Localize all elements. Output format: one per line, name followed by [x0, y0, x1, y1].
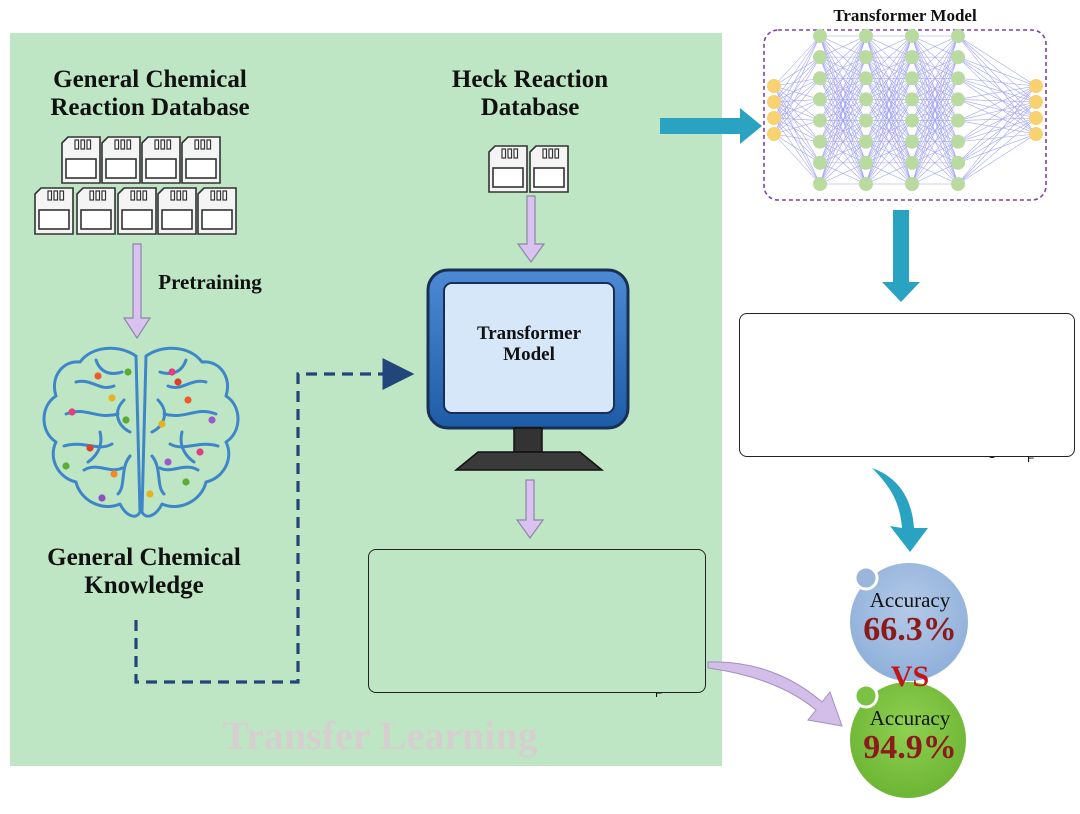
reaction-box-left	[368, 549, 706, 693]
bottom-accuracy-label: Accuracy	[869, 706, 951, 730]
general-database-title: General Chemical Reaction Database	[20, 66, 280, 122]
monitor-line2: Model	[503, 344, 555, 366]
network-node	[905, 50, 919, 65]
network-node	[859, 113, 873, 128]
vs-label: VS	[890, 660, 930, 693]
top-accuracy-circle	[850, 563, 968, 681]
general-database-line1: General Chemical	[53, 66, 247, 93]
network-node	[859, 155, 873, 170]
computer-monitor-icon	[426, 268, 630, 471]
network-node	[859, 71, 873, 86]
top-circle-dot	[853, 565, 879, 591]
network-node	[951, 134, 965, 149]
network-node	[951, 113, 965, 128]
network-node	[905, 29, 919, 43]
brain-neurons	[62, 368, 216, 502]
general-database-line2: Reaction Database	[50, 94, 250, 121]
bottom-accuracy-circle	[850, 682, 966, 798]
pretraining-arrow	[122, 243, 152, 340]
network-node	[767, 111, 781, 125]
top-accuracy-label: Accuracy	[869, 588, 951, 612]
sd-card-icon	[181, 136, 221, 184]
sd-card-icon	[488, 145, 528, 193]
network-node	[813, 155, 827, 170]
network-node	[813, 50, 827, 65]
sd-card-icon	[61, 136, 101, 184]
sd-card-icon	[157, 187, 197, 235]
network-node	[813, 113, 827, 128]
sd-card-icon	[101, 136, 141, 184]
knowledge-line2: Knowledge	[84, 572, 204, 599]
heck-to-transformer-arrow	[660, 108, 762, 144]
sd-card-icon	[197, 187, 237, 235]
network-node	[813, 29, 827, 43]
network-node	[767, 127, 781, 141]
network-node	[813, 177, 827, 191]
network-node	[859, 177, 873, 191]
teal-arrows	[660, 108, 928, 552]
bottom-accuracy-value: 94.9%	[863, 729, 957, 766]
knowledge-line1: General Chemical	[47, 544, 241, 571]
neural-network-icon	[763, 29, 1047, 201]
atom-label: F	[1027, 451, 1034, 465]
reaction-box-right	[739, 313, 1075, 457]
general-database-cards	[34, 136, 237, 235]
atom-label: F	[655, 686, 662, 700]
network-node	[905, 155, 919, 170]
sd-card-icon	[141, 136, 181, 184]
sd-card-icon	[34, 187, 74, 235]
dashed-connector	[134, 358, 415, 684]
heck-database-line1: Heck Reaction	[451, 66, 609, 93]
network-node	[813, 71, 827, 86]
transformer-title: Transformer Model	[833, 6, 977, 25]
network-node	[1029, 127, 1043, 141]
network-node	[813, 134, 827, 149]
network-node	[951, 50, 965, 65]
network-node	[905, 113, 919, 128]
network-node	[813, 92, 827, 107]
network-node	[859, 92, 873, 107]
network-node	[951, 177, 965, 191]
sd-card-icon	[117, 187, 157, 235]
network-node	[1029, 95, 1043, 109]
heck-to-model-arrow	[516, 195, 546, 264]
heck-database-cards	[488, 145, 569, 193]
network-node	[859, 29, 873, 43]
sd-card-icon	[529, 145, 569, 193]
lavender-arrows	[122, 195, 546, 540]
network-node	[951, 29, 965, 43]
network-node	[859, 50, 873, 65]
model-to-reaction-arrow	[515, 479, 545, 540]
network-node	[905, 71, 919, 86]
heck-database-line2: Database	[480, 94, 580, 121]
network-node	[905, 177, 919, 191]
network-node	[905, 134, 919, 149]
pretraining-label: Pretraining	[158, 270, 262, 294]
network-node	[1029, 111, 1043, 125]
network-node	[1029, 79, 1043, 93]
monitor-line1: Transformer	[476, 323, 582, 344]
bottom-circle-dot	[853, 683, 879, 709]
transfer-learning-watermark: Transfer Learning	[222, 713, 538, 758]
top-accuracy-value: 66.3%	[863, 611, 957, 648]
sd-card-icon	[76, 187, 116, 235]
knowledge-title: General Chemical Knowledge	[18, 544, 270, 600]
network-node	[951, 92, 965, 107]
heck-database-title: Heck Reaction Database	[420, 66, 640, 122]
transformer-to-result-arrow	[882, 210, 920, 302]
brain-icon	[42, 346, 240, 518]
network-node	[951, 155, 965, 170]
network-node	[859, 134, 873, 149]
network-node	[767, 79, 781, 93]
result-to-accuracy-arrow	[872, 468, 928, 552]
network-node	[905, 92, 919, 107]
monitor-model-label: Transformer Model	[444, 323, 614, 366]
network-node	[951, 71, 965, 86]
reaction-to-accuracy-arrow	[707, 661, 843, 727]
network-node	[767, 95, 781, 109]
